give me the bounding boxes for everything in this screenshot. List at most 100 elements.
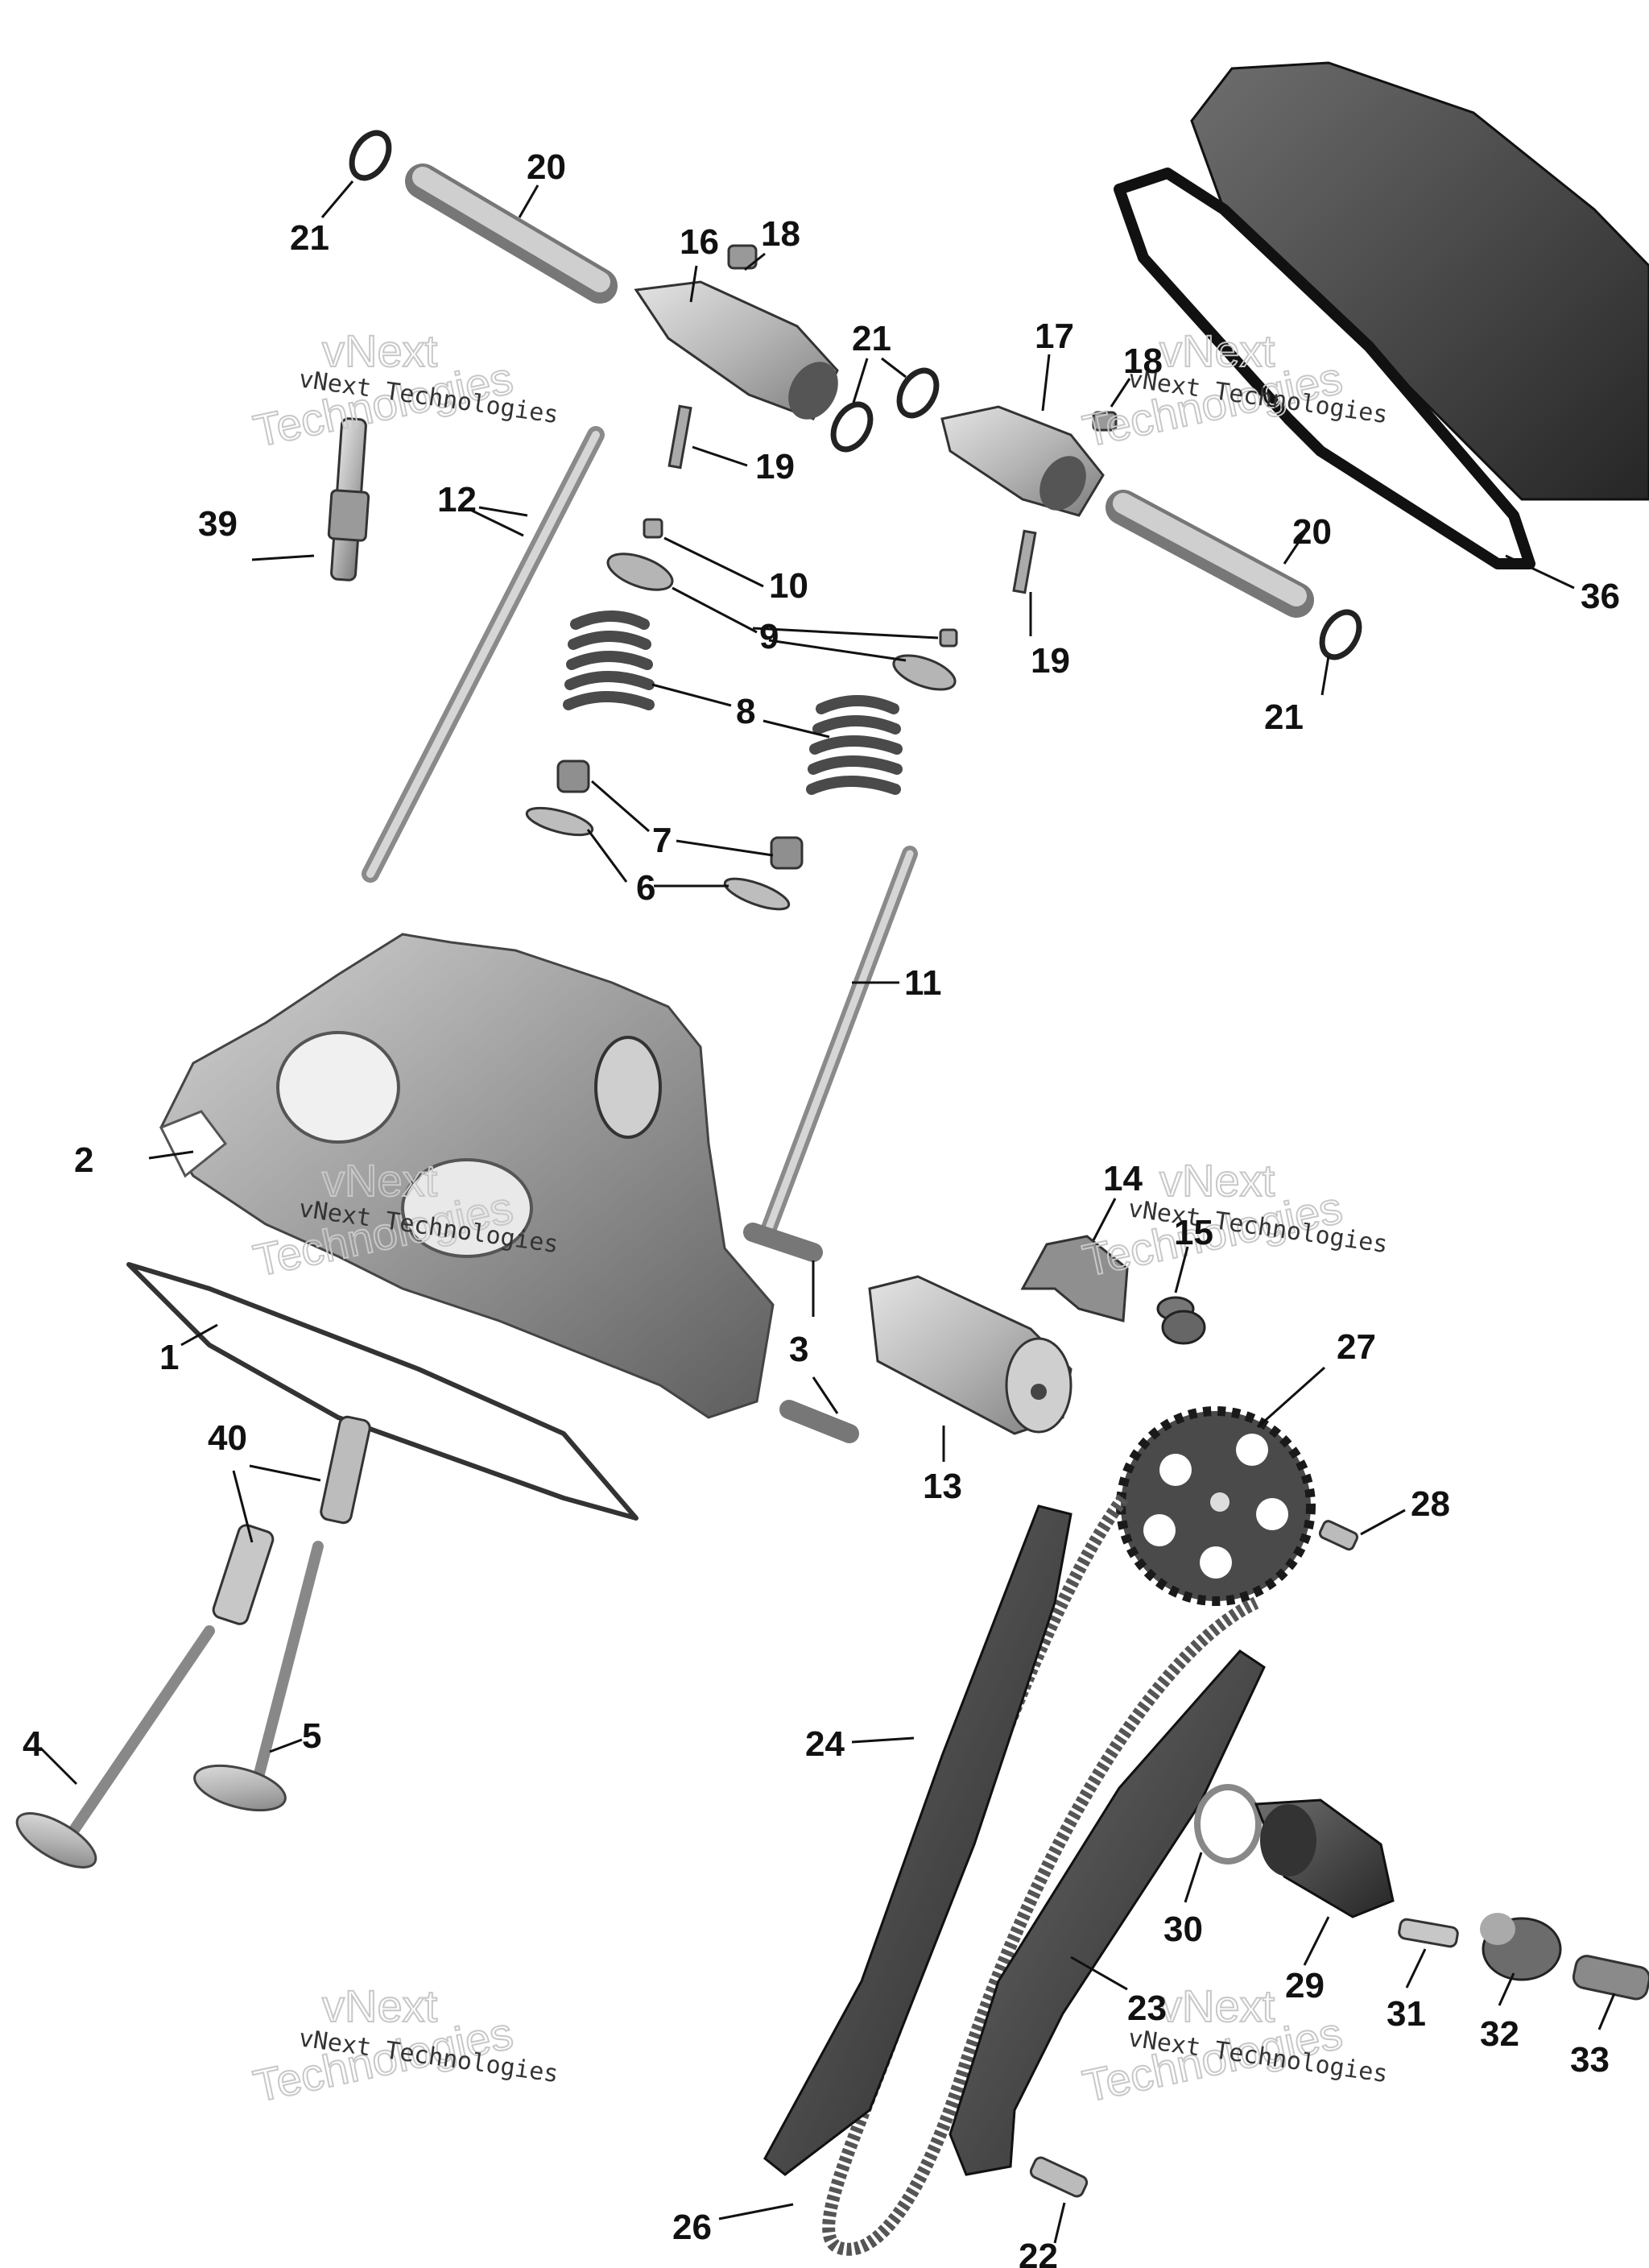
callout-18: 18	[761, 214, 800, 254]
leader-line	[851, 1736, 915, 1744]
callout-39: 39	[198, 504, 238, 544]
leader-line	[1597, 1993, 1616, 2030]
leader-line	[651, 683, 732, 707]
leader-line	[1041, 354, 1051, 412]
valve-spring-part	[563, 610, 655, 710]
cam-sprocket-part	[1116, 1406, 1316, 1606]
callout-4: 4	[23, 1724, 43, 1764]
callout-1: 1	[159, 1338, 179, 1377]
leader-line	[1320, 656, 1330, 696]
leader-line	[232, 1470, 254, 1543]
o-ring-part	[896, 367, 940, 419]
callout-33: 33	[1570, 2040, 1610, 2080]
callout-11: 11	[904, 963, 942, 1003]
callout-17: 17	[1035, 317, 1074, 356]
watermarks: vNext Technologies vNext Technologies vN…	[248, 325, 1389, 2113]
leader-line	[676, 839, 774, 857]
tensioner-gasket-part	[1194, 1784, 1262, 1864]
leader-line	[763, 719, 830, 739]
adjusting-screw-part	[667, 404, 692, 470]
callout-40: 40	[208, 1418, 247, 1458]
callout-15: 15	[1174, 1213, 1213, 1252]
callout-20: 20	[527, 147, 566, 187]
tensioner-bolt-part	[1398, 1918, 1459, 1948]
valve-keeper-part	[643, 518, 663, 539]
rocker-arm-exhaust-part	[940, 405, 1118, 517]
callout-9: 9	[759, 617, 779, 656]
sprocket-bolt-part	[1318, 1520, 1359, 1551]
leader-line	[752, 627, 939, 639]
callout-24: 24	[805, 1724, 845, 1764]
leader-line	[468, 507, 524, 537]
callout-32: 32	[1480, 2014, 1519, 2054]
svg-text:vNext: vNext	[1159, 1980, 1275, 2031]
leader-line	[148, 1150, 194, 1160]
o-ring-part	[1319, 609, 1362, 660]
leader-line	[881, 357, 907, 379]
leader-line	[1505, 554, 1575, 590]
o-ring-part	[830, 401, 874, 453]
push-rod-part	[765, 850, 914, 1232]
chain-guide-part	[763, 1504, 1072, 2176]
leader-line	[586, 829, 628, 883]
leader-line	[812, 1376, 839, 1414]
callout-36: 36	[1581, 577, 1620, 616]
leader-line	[1174, 1246, 1189, 1293]
leader-line	[689, 265, 698, 303]
callout-21: 21	[290, 218, 329, 258]
leader-line	[320, 180, 354, 218]
leader-line	[180, 1323, 218, 1347]
callout-8: 8	[736, 692, 755, 731]
callout-28: 28	[1411, 1484, 1450, 1524]
leader-line	[1283, 527, 1310, 565]
rocker-shaft-upper-part	[405, 163, 618, 304]
callout-21: 21	[852, 319, 891, 358]
callout-8: 8	[1626, 1740, 1645, 1780]
valve-keeper-part	[939, 628, 958, 648]
svg-text:vNext: vNext	[322, 1980, 438, 2031]
leader-line	[1360, 1509, 1406, 1536]
head-gasket-part	[126, 1262, 639, 1521]
callout-12: 12	[437, 480, 477, 519]
svg-text:vNext: vNext	[322, 1155, 438, 1206]
callout-26: 26	[672, 2208, 712, 2247]
spark-plug-part	[327, 417, 370, 581]
leader-line	[1092, 1198, 1117, 1241]
leader-line	[478, 506, 528, 517]
push-rod-part	[366, 431, 600, 878]
leader-line	[1110, 378, 1131, 408]
watermark-top-left: vNext Technologies vNext Technologies	[248, 325, 560, 457]
callout-29: 29	[1285, 1966, 1325, 2005]
adjusting-screw-part	[1012, 529, 1037, 594]
dowel-pin-part	[743, 1223, 823, 1262]
leader-line	[1303, 1916, 1330, 1966]
callout-21: 21	[1264, 697, 1304, 737]
leader-line	[1184, 1852, 1203, 1903]
callout-labels: 21 20 16 18 21 17 18 19 19 21 20 36 12 3…	[23, 147, 1645, 2268]
rocker-arm-intake-part	[634, 244, 839, 420]
leader-line	[251, 554, 315, 561]
cylinder-head-part	[159, 933, 775, 1419]
exhaust-valve-part	[15, 1625, 215, 1869]
callout-7: 7	[652, 821, 672, 860]
leader-line	[518, 184, 539, 218]
watermark-bottom-right: vNext Technologies vNext Technologies	[1077, 1980, 1389, 2113]
callout-20: 20	[1292, 512, 1332, 552]
tensioner-guide-part	[948, 1649, 1266, 2176]
svg-text:vNext: vNext	[1159, 1155, 1275, 1206]
leader-line	[269, 1738, 303, 1753]
valve-stem-seal-part	[556, 759, 590, 793]
tensioner-spring-part	[1572, 1955, 1649, 2001]
spring-retainer-part	[606, 553, 674, 591]
callout-13: 13	[923, 1467, 962, 1506]
leader-line	[591, 780, 650, 833]
intake-valve-part	[193, 1541, 324, 1812]
leader-line	[692, 445, 748, 467]
o-ring-part	[349, 130, 392, 181]
tensioner-housing-part	[1254, 1798, 1395, 1918]
leader-line	[852, 358, 869, 404]
callout-19: 19	[1031, 641, 1070, 681]
camshaft-part	[868, 1275, 1072, 1435]
valve-guide-part	[212, 1524, 275, 1625]
